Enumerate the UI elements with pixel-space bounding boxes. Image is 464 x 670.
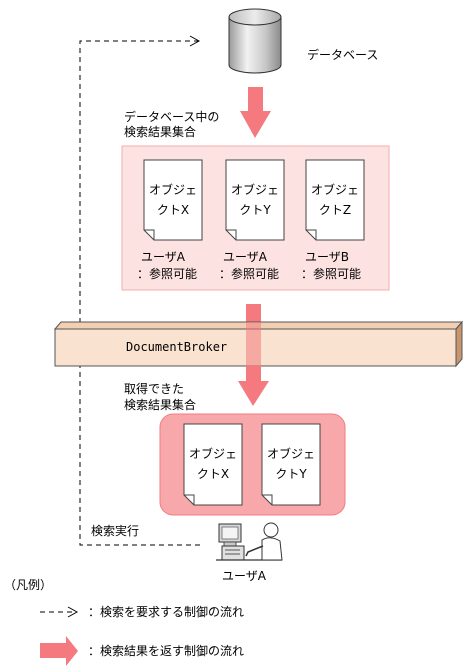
document-broker-label: DocumentBroker [126,340,228,354]
legend-arrow-text: ：検索結果を返す制御の流れ [88,644,245,658]
acquired-object-x-doc [183,423,243,506]
db-object-y-user: ユーザA [223,250,267,264]
result-arrow-1 [240,87,271,138]
result-arrow-2-through-broker [246,322,261,366]
db-object-x-name-line1: オブジェ [148,183,197,197]
db-object-y-perm: ：参照可能 [219,267,280,281]
db-object-x-name: オブジェ クトX [144,180,202,224]
acquired-object-x-name: オブジェ クトX [184,444,242,488]
db-object-z-perm: ：参照可能 [301,267,362,281]
db-object-y-name-line2: クトY [239,203,271,217]
legend-dashed-arrow-icon [40,606,79,618]
search-exec-label: 検索実行 [91,524,140,538]
acquired-object-y-name: オブジェ クトY [262,444,320,488]
db-object-y-name: オブジェ クトY [226,180,284,224]
acquired-set-label-line2: 検索結果集合 [124,398,197,412]
acquired-object-x-name-line1: オブジェ [188,447,237,461]
db-object-z-user: ユーザB [305,250,349,264]
db-object-y-name-line1: オブジェ [230,183,279,197]
legend-title: （凡例） [4,578,53,592]
search-request-dashed-path [79,35,201,546]
acquired-object-y-name-line2: クトY [275,467,307,481]
db-object-z-name-line2: クトZ [318,203,352,217]
user-computer-icon [216,522,283,561]
db-result-set-label-line1: データベース中の [124,110,220,124]
db-object-y-doc [225,159,285,241]
db-object-x-doc [143,159,203,241]
db-object-z-name: オブジェ クトZ [306,180,364,224]
legend-dashed-text: ：検索を要求する制御の流れ [88,605,245,619]
db-object-x-perm: ：参照可能 [137,267,198,281]
acquired-object-y-doc [261,423,321,506]
result-arrow-2-lower [238,366,269,406]
db-object-z-name-line1: オブジェ [310,183,359,197]
acquired-object-x-name-line2: クトX [196,467,230,481]
db-object-x-user: ユーザA [141,250,185,264]
acquired-object-y-name-line1: オブジェ [266,447,315,461]
db-result-set-label-line2: 検索結果集合 [124,125,197,139]
database-label: データベース [307,48,379,62]
acquired-set-label-line1: 取得できた [124,382,185,396]
database-cylinder-icon [228,8,282,74]
db-object-z-doc [305,159,365,241]
user-label: ユーザA [222,569,266,583]
db-object-x-name-line2: クトX [156,203,190,217]
legend-solid-arrow-icon [40,636,78,666]
